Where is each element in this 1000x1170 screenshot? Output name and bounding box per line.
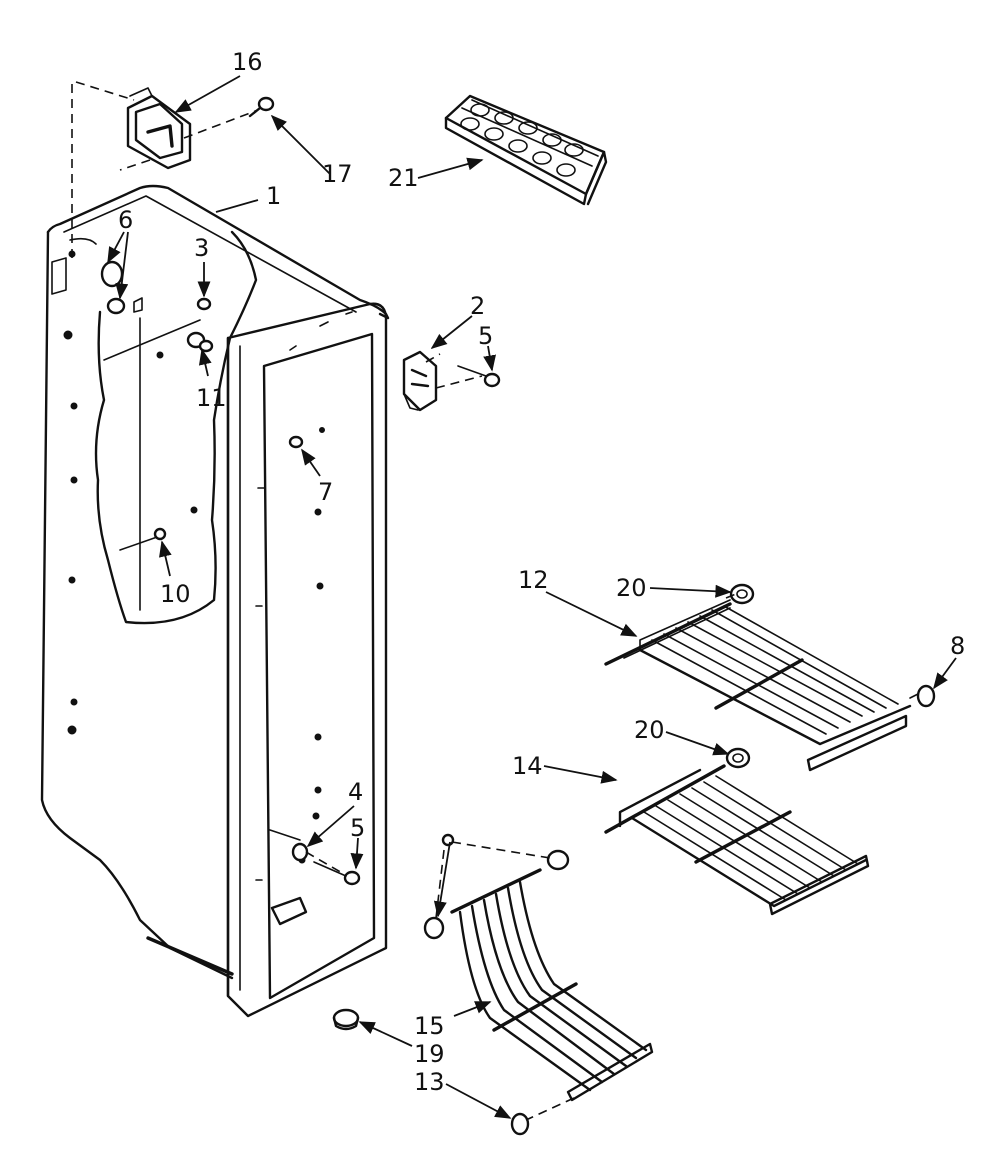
callout-5-upper: 5 [478, 322, 493, 350]
callout-1: 1 [266, 182, 281, 210]
part-9-bumpers [423, 833, 570, 940]
callout-5-lower: 5 [350, 814, 365, 842]
part-13-cap [510, 1112, 530, 1136]
assembly-lines [71, 81, 737, 1121]
callout-20-lower: 20 [634, 716, 665, 744]
callout-3: 3 [194, 234, 209, 262]
part-2-bracket [402, 350, 438, 412]
callout-21: 21 [388, 164, 419, 192]
callout-7: 7 [318, 478, 333, 506]
part-6-plugs [68, 250, 143, 315]
part-5-screw-upper [457, 365, 501, 388]
part-19-plug [332, 1008, 360, 1031]
part-17-screw [248, 96, 275, 118]
callout-12: 12 [518, 566, 549, 594]
part-10-screw [153, 527, 167, 541]
callout-14: 14 [512, 752, 543, 780]
callout-19: 19 [414, 1040, 445, 1068]
callout-4: 4 [348, 778, 363, 806]
part-8-cap [909, 684, 936, 708]
part-15-bottom-shelf [450, 868, 654, 1102]
callout-13: 13 [414, 1068, 445, 1096]
callout-11: 11 [196, 384, 227, 412]
freezer-liner [40, 184, 390, 1018]
part-16-bracket [126, 87, 192, 170]
part-11-clip [186, 331, 214, 353]
callout-6: 6 [118, 206, 133, 234]
part-7-stop [288, 427, 325, 449]
callout-17: 17 [322, 160, 353, 188]
callout-2: 2 [470, 292, 485, 320]
part-14-middle-shelf [604, 764, 870, 916]
callout-20-upper: 20 [616, 574, 647, 602]
part-21-ice-tray [444, 94, 608, 206]
part-20-upper-bumper [729, 583, 755, 605]
callout-10: 10 [160, 580, 191, 608]
leader-lines [107, 75, 957, 1119]
part-12-upper-shelf [604, 599, 912, 772]
callout-labels: 16 17 21 1 6 3 11 2 5 7 10 12 20 8 20 14… [118, 48, 965, 1096]
callout-16: 16 [232, 48, 263, 76]
part-3-screw [196, 297, 212, 311]
part-5-screw-lower [313, 861, 361, 886]
callout-8: 8 [950, 632, 965, 660]
part-4-bracket [291, 842, 309, 862]
part-20-lower-bumper [725, 747, 751, 769]
callout-15: 15 [414, 1012, 445, 1040]
